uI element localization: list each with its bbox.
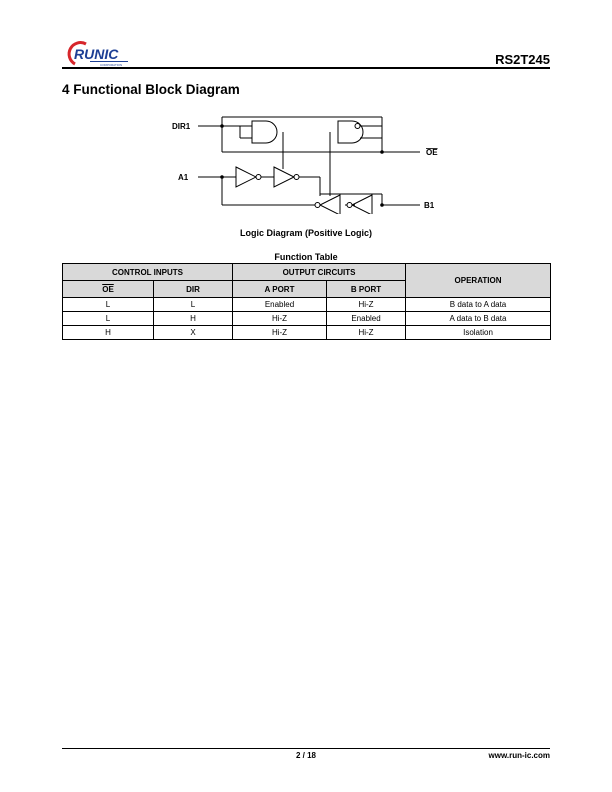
cell-oe: L xyxy=(62,311,154,326)
footer-rule xyxy=(62,748,550,749)
table-row: L L Enabled Hi-Z B data to A data xyxy=(62,297,552,312)
table-title: Function Table xyxy=(274,252,338,262)
header-operation: OPERATION xyxy=(405,263,552,298)
cell-operation: Isolation xyxy=(405,325,552,340)
diagram-caption: Logic Diagram (Positive Logic) xyxy=(239,228,373,238)
logo-subtext: CORPORATION xyxy=(100,63,122,67)
table-row: H X Hi-Z Hi-Z Isolation xyxy=(62,325,552,340)
runic-logo: RUNIC CORPORATION xyxy=(67,41,128,67)
oe-label: OE xyxy=(426,148,438,157)
header-b-port: B PORT xyxy=(325,280,407,298)
logic-diagram: DIR1 A1 OE B1 xyxy=(172,116,438,214)
header-oe: OE xyxy=(62,280,154,298)
cell-oe: H xyxy=(62,325,154,340)
cell-b-port: Enabled xyxy=(325,311,407,326)
cell-oe: L xyxy=(62,297,154,312)
logo-wordmark: RUNIC xyxy=(74,46,119,62)
group-header-row: CONTROL INPUTS OUTPUT CIRCUITS OPERATION xyxy=(62,263,552,298)
website-link[interactable]: www.run-ic.com xyxy=(488,751,551,760)
cell-dir: X xyxy=(153,325,233,340)
page-number: 2 / 18 xyxy=(295,751,316,760)
header-a-port: A PORT xyxy=(232,280,327,298)
cell-dir: H xyxy=(153,311,233,326)
cell-a-port: Hi-Z xyxy=(232,311,327,326)
column-header-row: OE DIR A PORT B PORT xyxy=(62,280,551,298)
table-row: L H Hi-Z Enabled A data to B data xyxy=(62,311,552,326)
header-dir: DIR xyxy=(153,280,233,298)
a-label: A1 xyxy=(178,173,189,182)
cell-b-port: Hi-Z xyxy=(325,297,407,312)
cell-dir: L xyxy=(153,297,233,312)
function-table: CONTROL INPUTS OUTPUT CIRCUITS OPERATION… xyxy=(62,263,552,340)
part-number: RS2T245 xyxy=(495,52,550,67)
dir-label: DIR1 xyxy=(172,122,191,131)
cell-operation: B data to A data xyxy=(405,297,552,312)
cell-a-port: Enabled xyxy=(232,297,327,312)
header-output-circuits: OUTPUT CIRCUITS xyxy=(231,263,407,281)
cell-b-port: Hi-Z xyxy=(325,325,407,340)
header-rule xyxy=(62,67,550,69)
cell-a-port: Hi-Z xyxy=(232,325,327,340)
section-title: 4 Functional Block Diagram xyxy=(62,82,240,97)
header-control-inputs: CONTROL INPUTS xyxy=(62,263,233,281)
b-label: B1 xyxy=(424,201,435,210)
cell-operation: A data to B data xyxy=(405,311,552,326)
